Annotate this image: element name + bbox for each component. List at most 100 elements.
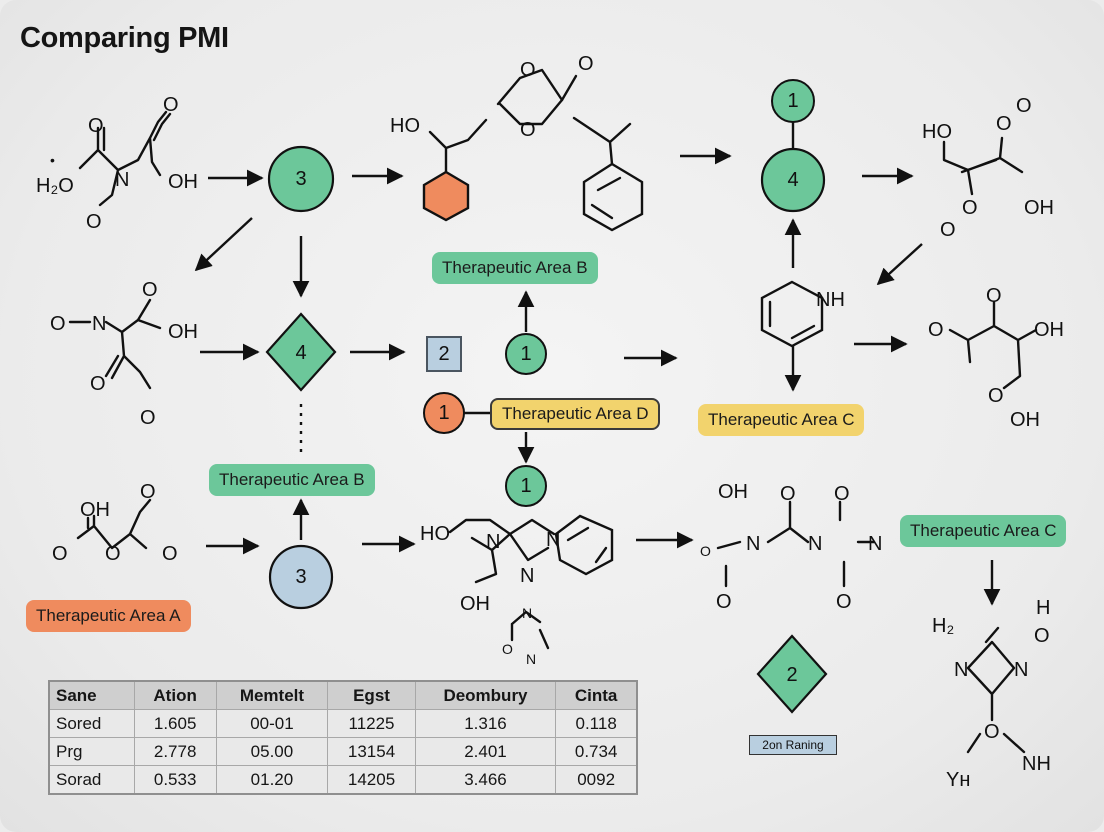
atom-o: O: [140, 407, 156, 429]
molecule-1: O O H₂O N OH O •: [36, 94, 198, 233]
label-therapeutic-area-c: Therapeutic Area C: [900, 515, 1067, 547]
atom-o: O: [988, 385, 1004, 407]
molecule-3: OH O O O O: [52, 481, 178, 565]
molecule-4: HO O O O: [390, 53, 644, 232]
atom-o: O: [940, 219, 956, 241]
node-circle: [505, 465, 547, 507]
node-circle: [268, 544, 334, 610]
node-diamond: [756, 634, 828, 714]
table-cell: Prg: [48, 737, 135, 766]
column-header: Deombury: [414, 680, 557, 710]
node-number: 1: [438, 402, 449, 424]
table-cell: 2.778: [133, 737, 217, 766]
atom-oh: OH: [1034, 319, 1064, 341]
atom-dot: •: [50, 152, 55, 168]
atom-o: O: [834, 483, 850, 505]
atom-n: N: [115, 169, 129, 191]
table-row: Sorad 0.533 01.20 14205 3.466 0092: [48, 765, 638, 795]
node-number: 3: [295, 566, 306, 588]
table-cell: 1.316: [414, 709, 557, 738]
table-cell: 0.533: [133, 765, 217, 795]
atom-oh: OH: [168, 321, 198, 343]
atom-oh: OH: [1024, 197, 1054, 219]
atom-n: N: [808, 533, 822, 555]
atom-o: O: [984, 721, 1000, 743]
atom-o: O: [90, 373, 106, 395]
atom-o: O: [163, 94, 179, 116]
molecule-2: O N O OH O O: [50, 279, 198, 429]
molecule-5: NH: [760, 280, 845, 348]
atom-o: O: [578, 53, 594, 75]
table-cell: 01.20: [215, 765, 329, 795]
atom-oh: OH: [80, 499, 110, 521]
node-circle: [760, 147, 826, 213]
column-header: Sane: [48, 680, 135, 710]
table-cell: 0092: [555, 765, 638, 795]
atom-n: N: [546, 529, 560, 551]
atom-o: O: [520, 59, 536, 81]
atom-ho: HO: [922, 121, 952, 143]
table-cell: 0.118: [555, 709, 638, 738]
table-cell: 00-01: [215, 709, 329, 738]
atom-oh: OH: [1010, 409, 1040, 431]
atom-ho: HO: [390, 115, 420, 137]
node-number: 1: [787, 90, 798, 112]
label-therapeutic-area-b: Therapeutic Area B: [432, 252, 598, 284]
table-cell: 14205: [327, 765, 416, 795]
atom-o: O: [928, 319, 944, 341]
page-title: Comparing PMI: [20, 22, 229, 54]
data-table: Sane Ation Memtelt Egst Deombury Cinta S…: [48, 680, 638, 795]
atom-o: O: [142, 279, 158, 301]
atom-o: O: [50, 313, 66, 335]
atom-h: H: [1036, 597, 1050, 619]
table-cell: 0.734: [555, 737, 638, 766]
atom-o: O: [1016, 95, 1032, 117]
atom-yh: Yн: [946, 769, 970, 791]
atom-o: O: [162, 543, 178, 565]
table-row: Sored 1.605 00-01 11225 1.316 0.118: [48, 709, 638, 738]
atom-nh: NH: [816, 289, 845, 311]
molecule-7: O O OH O OH: [928, 285, 1064, 431]
atom-oh: OH: [168, 171, 198, 193]
atom-n: N: [486, 531, 500, 553]
node-diamond: [265, 312, 337, 392]
table-cell: 05.00: [215, 737, 329, 766]
arrows: [194, 122, 1001, 606]
atom-o: O: [502, 641, 513, 657]
atom-oh: OH: [460, 593, 490, 615]
column-header: Ation: [133, 680, 217, 710]
atom-n: N: [1014, 659, 1028, 681]
atom-o: O: [52, 543, 68, 565]
table-cell: 1.605: [133, 709, 217, 738]
node-number: 3: [295, 168, 306, 190]
atom-o: O: [105, 543, 121, 565]
node-square: 2: [426, 336, 462, 372]
table-cell: Sorad: [48, 765, 135, 795]
node-number: 2: [786, 664, 797, 686]
label-therapeutic-area-a: Therapeutic Area A: [26, 600, 191, 632]
atom-n: N: [92, 313, 106, 335]
atom-o: O: [86, 211, 102, 233]
label-therapeutic-area-b: Therapeutic Area B: [209, 464, 375, 496]
molecule-6: HO O O O O OH: [922, 95, 1054, 241]
atom-o: O: [700, 543, 711, 559]
atom-o: O: [140, 481, 156, 503]
node-number: 4: [787, 169, 798, 191]
atom-o: O: [962, 197, 978, 219]
atom-n: N: [746, 533, 760, 555]
node-circle: [267, 145, 335, 213]
atom-n: N: [526, 651, 536, 667]
table-cell: 3.466: [414, 765, 557, 795]
atom-o: O: [996, 113, 1012, 135]
table-cell: 13154: [327, 737, 416, 766]
table-cell: 2.401: [414, 737, 557, 766]
atom-n: N: [868, 533, 882, 555]
atom-oh: OH: [718, 481, 748, 503]
table-cell: Sored: [48, 709, 135, 738]
node-circle: [505, 333, 547, 375]
atom-n: N: [520, 565, 534, 587]
node-number: 1: [520, 343, 531, 365]
atom-n: N: [522, 605, 532, 621]
table-row: Prg 2.778 05.00 13154 2.401 0.734: [48, 737, 638, 766]
